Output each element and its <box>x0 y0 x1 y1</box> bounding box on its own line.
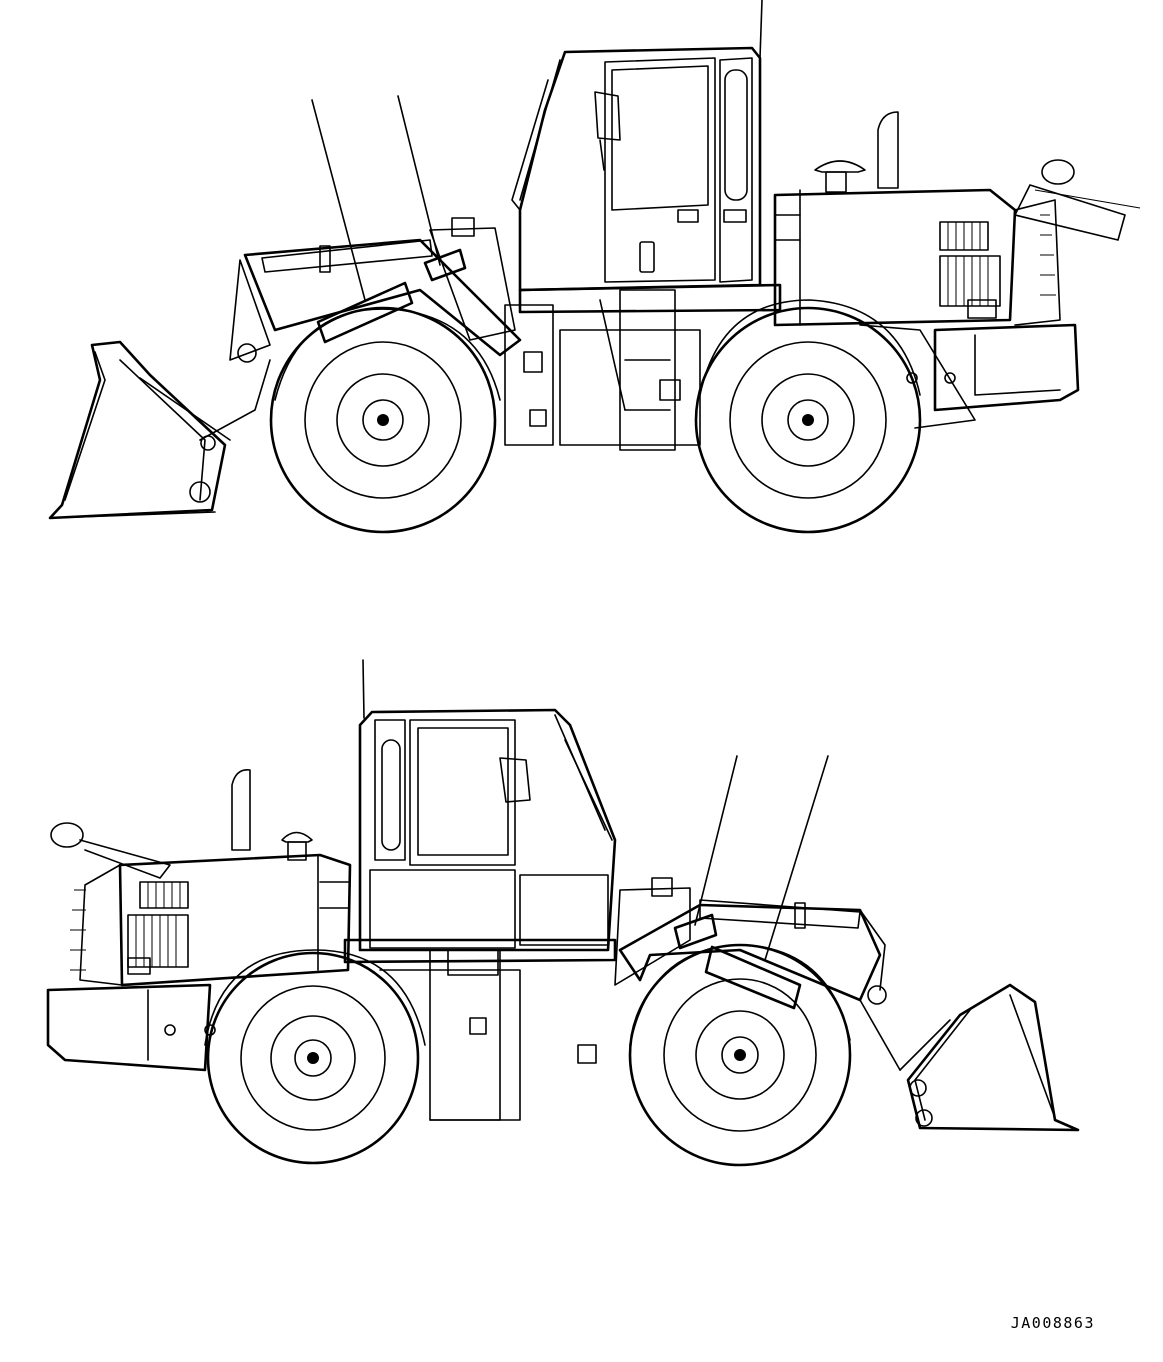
drawing-number: JA008863 <box>1010 1314 1095 1332</box>
loader-view-right-side <box>0 650 1163 1210</box>
label-leader-line-1 <box>311 99 366 301</box>
rear-wheel <box>694 306 922 534</box>
front-wheel <box>269 306 497 534</box>
warning-decal-bellcrank <box>673 913 718 950</box>
warning-decal-boom-front <box>704 945 802 1010</box>
warning-decal-boom-front <box>316 281 414 344</box>
label-leader-line-2 <box>397 95 441 266</box>
wheel-loader-right-view-icon <box>46 659 1080 1167</box>
hood-grille <box>127 881 189 968</box>
label-leader-line-2 <box>764 755 829 961</box>
warning-decal-bellcrank <box>423 248 467 282</box>
loader-view-left-side <box>0 0 1163 560</box>
hood-grille <box>939 221 1001 307</box>
front-wheel <box>628 943 852 1167</box>
rear-wheel <box>206 951 420 1165</box>
label-leader-line-1 <box>694 755 738 926</box>
wheel-loader-left-view-icon <box>48 0 1141 534</box>
